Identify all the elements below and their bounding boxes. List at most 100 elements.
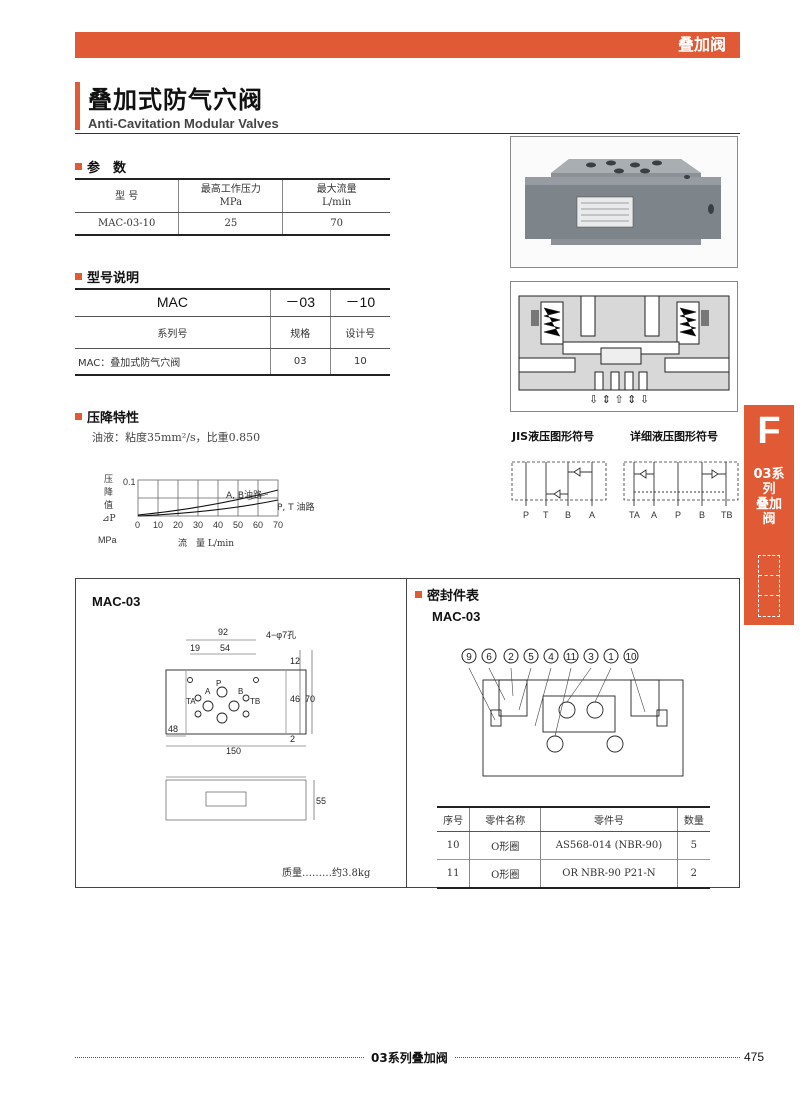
seals-cell: O形圈 (469, 831, 541, 860)
tab-placeholder-grid (758, 555, 780, 617)
callout-number: 3 (588, 652, 594, 663)
bullet-square-icon (75, 163, 82, 170)
seals-title: MAC-03 (432, 609, 481, 624)
detail-port: TB (721, 510, 733, 520)
params-col-pressure-unit: MPa (219, 197, 243, 208)
model-desc-size: 03 (269, 348, 331, 374)
model-desc-design: 10 (329, 348, 390, 374)
dim-label: 70 (305, 694, 315, 704)
ylabel-char: 降 (104, 486, 113, 498)
chapter-tab[interactable]: 03系列 叠加阀 (744, 457, 794, 625)
xtick: 30 (193, 520, 203, 530)
seals-heading: 密封件表 (415, 585, 479, 604)
jis-port: T (543, 510, 549, 520)
params-col-flow-unit: L/min (322, 197, 352, 208)
chapter-tab-series: 03系列 (753, 467, 785, 497)
seals-cell: 11 (437, 859, 470, 887)
seals-cell: 10 (437, 831, 470, 860)
detail-port: P (675, 510, 681, 520)
model-code-series: MAC (75, 290, 271, 317)
model-table: MAC －03 －10 系列号 规格 设计号 MAC：叠加式防气穴阀 03 10 (75, 288, 390, 376)
dims-title: MAC-03 (92, 594, 141, 609)
params-col-flow-label: 最大流量 (316, 184, 357, 195)
model-code-size: －03 (269, 290, 331, 317)
model-desc-series: MAC：叠加式防气穴阀 (78, 358, 181, 369)
dim-label: 4−φ7孔 (266, 630, 296, 640)
model-label-design: 设计号 (329, 316, 390, 349)
jis-hydraulic-symbol: P T B A (511, 461, 607, 520)
xtick: 0 (135, 520, 140, 530)
seals-col-part: 零件号 (540, 808, 678, 832)
callout-number: 10 (625, 652, 637, 663)
jis-port: B (565, 510, 571, 520)
callout-number: 6 (486, 652, 492, 663)
jis-symbol-title: JIS液压图形符号 (512, 430, 595, 443)
seals-col-no: 序号 (437, 808, 470, 832)
valve-cross-section: ⇩ ⇕ ⇧ ⇕ ⇩ (510, 281, 738, 412)
xtick: 20 (173, 520, 183, 530)
port-label: TB (250, 697, 260, 706)
model-heading-text: 型号说明 (87, 271, 140, 286)
seals-heading-text: 密封件表 (427, 589, 480, 604)
xtick: 50 (233, 520, 243, 530)
port-label: B (238, 687, 243, 696)
port-label: A (205, 687, 211, 696)
dim-label: 48 (168, 724, 178, 734)
seals-col-name: 零件名称 (469, 808, 541, 832)
params-col-flow: 最大流量 L/min (282, 180, 390, 213)
seals-col-qty: 数量 (676, 808, 710, 832)
curve-pt (137, 499, 279, 517)
panel-divider (406, 578, 407, 888)
xtick: 10 (153, 520, 163, 530)
callout-number: 9 (466, 652, 472, 663)
jis-port: A (589, 510, 595, 520)
dim-label: 2 (290, 734, 295, 744)
model-label-series: 系列号 (75, 316, 271, 349)
seal-assembly-drawing: 9 6 2 5 4 11 3 1 10 (461, 648, 684, 777)
detail-hydraulic-symbol: TA A P B TB (623, 461, 739, 520)
callout-number: 1 (608, 652, 614, 663)
curve-ab-label: A, B油路 (226, 489, 262, 501)
bullet-square-icon (75, 273, 82, 280)
dim-label: 150 (226, 746, 241, 756)
seals-cell: 5 (676, 831, 710, 860)
detail-port: A (651, 510, 657, 520)
dim-label: 92 (218, 627, 228, 637)
curve-pt-label: P, T 油路 (277, 501, 315, 513)
title-accent-bar (75, 82, 80, 130)
chapter-tab-letter[interactable]: F (744, 405, 794, 457)
params-col-pressure: 最高工作压力 MPa (178, 180, 283, 213)
oil-spec: 油液：粘度35mm²/s，比重0.850 (92, 431, 261, 444)
xtick: 60 (253, 520, 263, 530)
valve-photo-drawing (525, 159, 721, 245)
callout-number: 2 (508, 652, 514, 663)
port-label: P (216, 679, 221, 688)
detail-symbol-title: 详细液压图形符号 (630, 430, 718, 443)
dimension-drawing: 92 19 54 4−φ7孔 12 46 70 2 48 150 55 P A … (165, 627, 326, 821)
seals-cell: AS568-014 (NBR-90) (540, 831, 678, 860)
params-cell: MAC-03-10 (98, 218, 156, 229)
ylabel-char: 值 (104, 499, 113, 511)
footer-title: 03系列叠加阀 (365, 1049, 454, 1066)
params-heading: 参 数 (75, 157, 126, 176)
flow-arrows: ⇩ ⇕ ⇧ ⇕ ⇩ (589, 393, 649, 406)
section-banner: 叠加阀 (75, 32, 740, 58)
dim-label: 19 (190, 643, 200, 653)
callout-number: 11 (566, 652, 577, 663)
callout-number: 4 (548, 652, 554, 663)
dim-label: 55 (316, 796, 326, 806)
model-label-size: 规格 (269, 316, 331, 349)
bottom-panel (75, 578, 740, 888)
pressure-drop-chart: 压 降 值 ⊿P MPa 0.1 A, B油路 P, T 油路 0 10 20 … (98, 474, 315, 549)
dim-label: 54 (220, 643, 230, 653)
detail-port: TA (629, 510, 640, 520)
ylabel-char: 压 (104, 474, 113, 485)
table-row: 10 O形圈 AS568-014 (NBR-90) 5 (437, 831, 710, 860)
page-title: 叠加式防气穴阀 (88, 86, 263, 114)
page-subtitle: Anti-Cavitation Modular Valves (88, 116, 279, 131)
seals-cell: O形圈 (469, 859, 541, 887)
jis-port: P (523, 510, 529, 520)
seals-cell: OR NBR-90 P21-N (540, 859, 678, 887)
seals-table: 序号 零件名称 零件号 数量 10 O形圈 AS568-014 (NBR-90)… (437, 806, 710, 889)
params-cell: 25 (178, 212, 283, 234)
